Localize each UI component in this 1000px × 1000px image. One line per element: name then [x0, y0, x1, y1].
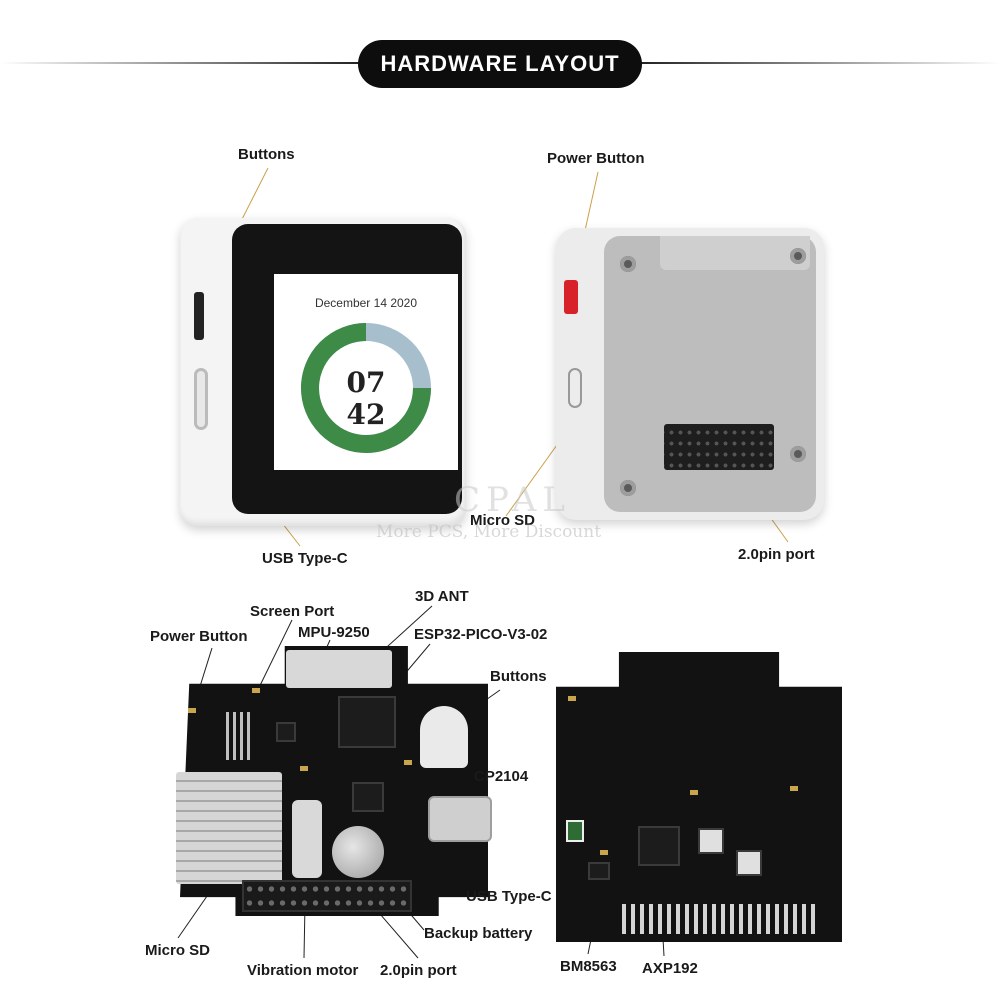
label-esp32: ESP32-PICO-V3-02 — [414, 626, 548, 643]
label-usb-type-c-pcb: USB Type-C — [466, 888, 552, 905]
label-buttons-pcb: Buttons — [490, 668, 547, 685]
usb-c-connector — [428, 796, 492, 842]
label-axp192: AXP192 — [642, 960, 698, 977]
device-back — [556, 228, 824, 520]
pin-header — [664, 424, 774, 470]
smd-part — [600, 850, 608, 855]
device-front: December 14 2020 07 42 — [180, 218, 466, 526]
smd-part — [690, 790, 698, 795]
antenna — [420, 706, 468, 768]
clock-ring — [301, 323, 431, 453]
smd-part — [404, 760, 412, 765]
label-micro-sd-pcb: Micro SD — [145, 942, 211, 959]
axp192-chip — [638, 826, 680, 866]
clock-hour: 07 — [346, 366, 386, 399]
side-button — [194, 292, 204, 340]
label-buttons: Buttons — [238, 146, 295, 163]
inductor — [736, 850, 762, 876]
watermark-tagline: More PCS, More Discount — [376, 522, 602, 542]
smd-part — [252, 688, 260, 693]
screw — [620, 256, 636, 272]
smd-part — [300, 766, 308, 771]
label-power-button-pcb: Power Button — [150, 628, 248, 645]
screw — [790, 446, 806, 462]
page-title: HARDWARE LAYOUT — [358, 40, 642, 88]
back-rail — [660, 236, 810, 270]
label-pin-port: 2.0pin port — [738, 546, 815, 563]
label-vibration-motor: Vibration motor — [247, 962, 359, 979]
green-capacitor — [566, 820, 584, 842]
smd-part — [790, 786, 798, 791]
label-screen-port: Screen Port — [250, 603, 335, 620]
label-backup-battery: Backup battery — [424, 925, 533, 942]
esp32-chip — [338, 696, 396, 748]
inductor — [698, 828, 724, 854]
micro-sd-holder — [176, 772, 282, 884]
screen-port-connector — [286, 650, 392, 688]
clock-minute: 42 — [346, 398, 386, 431]
header-rule-left — [0, 62, 360, 64]
label-bm8563: BM8563 — [560, 958, 617, 975]
mpu-chip — [276, 722, 296, 742]
label-power-button: Power Button — [547, 150, 645, 167]
label-mpu: MPU-9250 — [298, 624, 370, 641]
display-screen: December 14 2020 07 42 — [274, 274, 458, 470]
vibration-motor — [292, 800, 322, 878]
header-rule-right — [640, 62, 1000, 64]
screen-bezel: December 14 2020 07 42 — [232, 224, 462, 514]
smd-part — [188, 708, 196, 713]
label-usb-type-c: USB Type-C — [262, 550, 348, 567]
screw — [620, 480, 636, 496]
usb-c-port — [194, 368, 208, 430]
micro-sd-slot — [568, 368, 582, 408]
pin-header-pcb — [242, 880, 412, 912]
screen-connector-pins — [226, 712, 252, 760]
bm8563-chip — [588, 862, 610, 880]
pcb-back — [556, 652, 842, 942]
watermark-brand: CPAL — [454, 480, 571, 520]
label-micro-sd: Micro SD — [470, 512, 536, 529]
backup-battery — [332, 826, 384, 878]
pin-pads — [622, 904, 820, 934]
power-button — [564, 280, 578, 314]
cp2104-chip — [352, 782, 384, 812]
screw — [790, 248, 806, 264]
back-panel — [604, 236, 816, 512]
smd-part — [568, 696, 576, 701]
clock-date: December 14 2020 — [314, 296, 418, 310]
label-pin-port-pcb: 2.0pin port — [380, 962, 457, 979]
label-cp2104: CP2104 — [474, 768, 529, 785]
label-3d-ant: 3D ANT — [415, 588, 469, 605]
